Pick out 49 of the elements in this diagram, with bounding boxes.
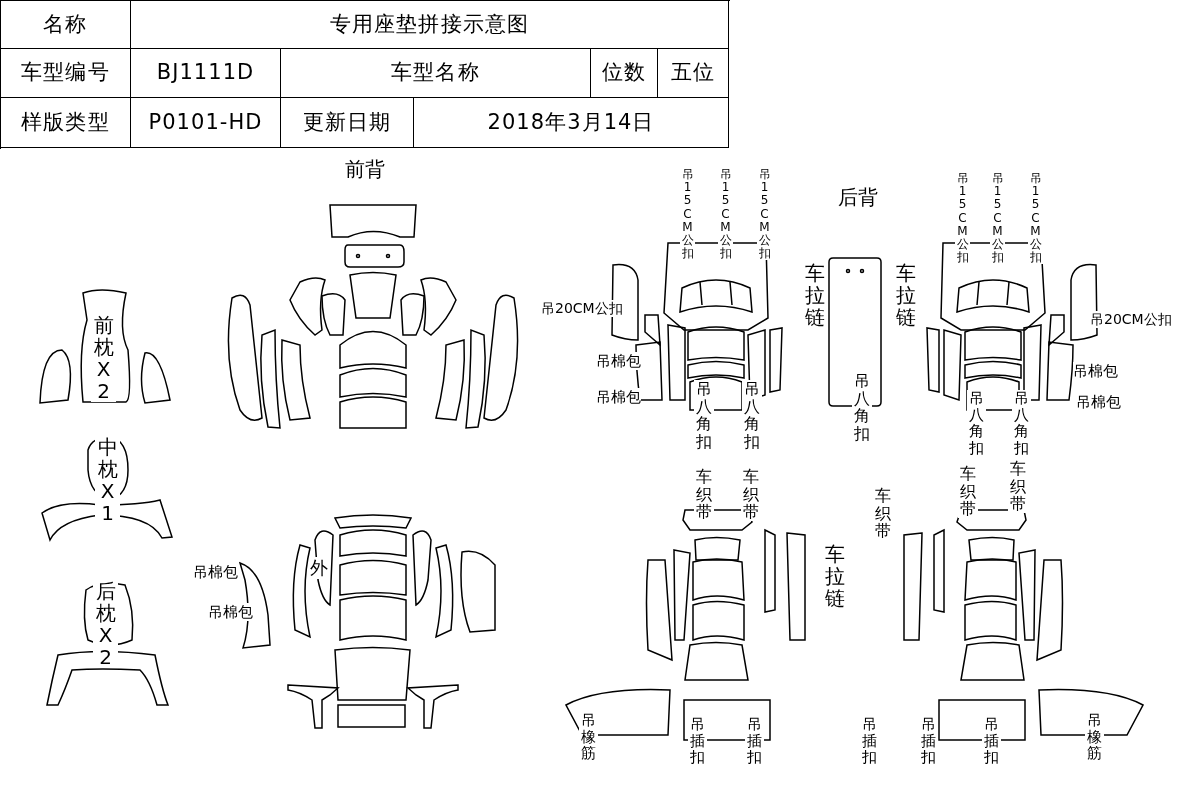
part-label: 后背 (838, 185, 878, 209)
vertical-label: 车织带 (1008, 460, 1028, 513)
part-label: 吊20CM公扣 (541, 300, 623, 317)
vertical-label: 车拉链 (893, 262, 918, 328)
part-label: 吊棉包 (1076, 393, 1121, 411)
table-cell: 样版类型 (1, 98, 131, 148)
part-label: 前背 (345, 157, 385, 181)
vertical-label: 吊橡筋 (1085, 712, 1104, 762)
vertical-label: 吊15CM公扣 (680, 168, 695, 261)
vertical-label: 吊15CM公扣 (718, 168, 733, 261)
part-label: 吊20CM公扣 (1090, 311, 1172, 328)
vertical-label: 吊15CM公扣 (1028, 172, 1043, 265)
vertical-label: 吊八角扣 (694, 380, 714, 451)
vertical-label: 前枕X2 (91, 314, 116, 402)
vertical-label: 吊插扣 (860, 716, 879, 766)
vertical-label: 吊八角扣 (852, 372, 872, 443)
table-cell: 更新日期 (281, 98, 414, 148)
vertical-label: 车织带 (694, 468, 714, 521)
table-cell: 名称 (1, 1, 131, 49)
vertical-label: 车织带 (741, 468, 761, 521)
part-label: 吊棉包 (596, 352, 641, 370)
table-cell: 车型编号 (1, 49, 131, 98)
vertical-label: 吊八角扣 (1012, 390, 1031, 456)
vertical-label: 吊八角扣 (967, 390, 986, 456)
vertical-label: 吊15CM公扣 (955, 172, 970, 265)
vertical-label: 车织带 (873, 487, 893, 540)
vertical-label: 吊插扣 (919, 716, 938, 766)
vertical-label: 吊15CM公扣 (757, 168, 772, 261)
table-cell: BJ1111D (131, 49, 281, 98)
table-cell: 2018年3月14日 (414, 98, 729, 148)
table-cell: 五位 (658, 49, 729, 98)
vertical-label: 吊15CM公扣 (990, 172, 1005, 265)
vertical-label: 吊插扣 (982, 716, 1001, 766)
table-cell: 位数 (591, 49, 658, 98)
vertical-label: 车拉链 (802, 262, 827, 328)
table-cell: 车型名称 (281, 49, 591, 98)
table-cell: 专用座垫拼接示意图 (131, 1, 729, 49)
vertical-label: 吊插扣 (745, 716, 764, 766)
vertical-label: 吊八角扣 (742, 380, 762, 451)
part-label: 吊棉包 (193, 563, 238, 581)
vertical-label: 吊橡筋 (579, 712, 598, 762)
vertical-label: 吊插扣 (688, 716, 707, 766)
vertical-label: 车拉链 (822, 543, 847, 609)
part-label: 外 (310, 557, 328, 579)
part-label: 吊棉包 (1073, 362, 1118, 380)
part-label: 吊棉包 (208, 603, 253, 621)
vertical-label: 车织带 (958, 465, 978, 518)
table-cell: P0101-HD (131, 98, 281, 148)
part-label: 吊棉包 (596, 388, 641, 406)
